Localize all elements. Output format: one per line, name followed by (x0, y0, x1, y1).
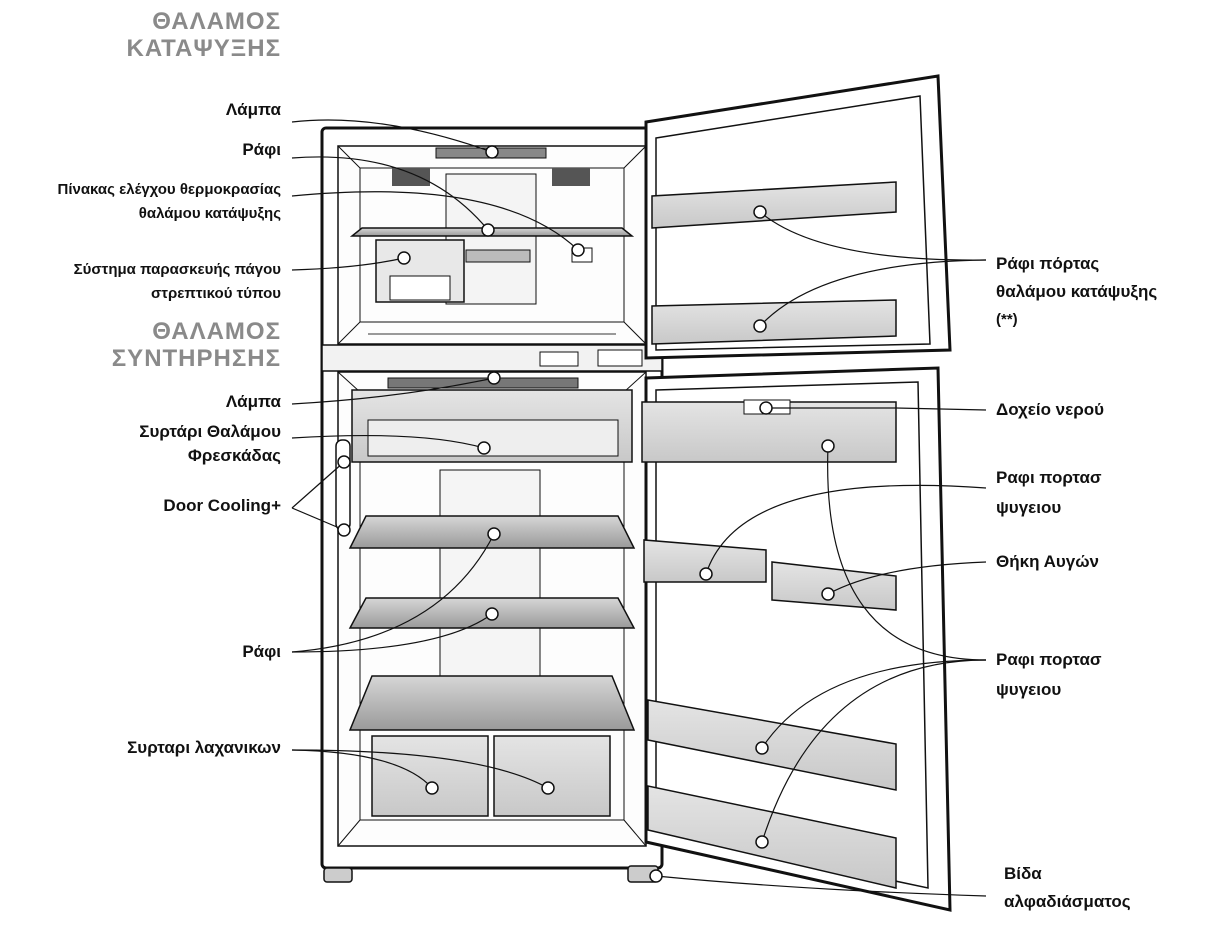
label-vegetable-drawer: Συρταρι λαχανικων (127, 738, 281, 757)
label-shelf-freezer: Ράφι (242, 140, 281, 159)
freezer-door-shelf-line2: θαλάμου κατάψυξης (996, 282, 1158, 301)
fridge-title-line1: ΘΑΛΑΜΟΣ (152, 318, 281, 345)
fridge-door-shelf-b-line2: ψυγειου (996, 680, 1062, 699)
fresh-drawer-line1: Συρτάρι Θαλάμου (139, 422, 281, 441)
label-ice-maker: Σύστημα παρασκευής πάγου στρεπτικού τύπο… (74, 258, 281, 306)
freezer-door-shelf-1 (651, 181, 897, 229)
door-cooling-duct (335, 439, 351, 531)
fresh-drawer-line2: Φρεσκάδας (187, 446, 281, 465)
fridge-back-panel (439, 469, 541, 691)
label-lamp-fridge: Λάμπα (225, 392, 281, 411)
freezer-section-title: ΘΑΛΑΜΟΣ ΚΑΤΑΨΥΞΗΣ (127, 8, 282, 62)
fridge-door-shelf-b-line1: Ραφι πορτασ (996, 650, 1102, 669)
fridge-title-line2: ΣΥΝΤΗΡΗΣΗΣ (111, 345, 281, 372)
label-fresh-drawer: Συρτάρι Θαλάμου Φρεσκάδας (139, 420, 281, 468)
label-control-panel: Πίνακας ελέγχου θερμοκρασίας θαλάμου κατ… (57, 178, 281, 226)
fridge-section-title: ΘΑΛΑΜΟΣ ΣΥΝΤΗΡΗΣΗΣ (112, 318, 281, 372)
control-panel-line1: Πίνακας ελέγχου θερμοκρασίας (57, 181, 281, 198)
egg-tray (771, 561, 897, 611)
ice-maker-line1: Σύστημα παρασκευής πάγου (73, 261, 281, 278)
freezer-door (644, 74, 952, 360)
label-leveling-screw: Βίδα αλφαδιάσματος (1004, 862, 1131, 914)
label-freezer-door-shelf: Ράφι πόρτας θαλάμου κατάψυξης (**) (996, 252, 1157, 332)
marker-circles (337, 145, 835, 883)
fridge-door-shelf-upper (643, 539, 767, 583)
leveling-screw-line2: αλφαδιάσματος (1004, 892, 1131, 911)
label-fridge-door-shelf-a: Ραφι πορτασ ψυγειου (996, 466, 1102, 520)
vent-right (552, 168, 590, 186)
leader-lines (291, 119, 987, 897)
crisper-cover (348, 675, 636, 731)
label-shelf-fridge: Ράφι (242, 642, 281, 661)
freezer-title-line1: ΘΑΛΑΜΟΣ (152, 8, 281, 35)
freezer-door-shelf-2 (651, 299, 897, 345)
crisper-left (371, 735, 489, 817)
fridge-door-shelf-a-line1: Ραφι πορτασ (996, 468, 1102, 487)
ice-maker-line2: στρεπτικού τύπου (150, 285, 281, 302)
crisper-right (493, 735, 611, 817)
leveling-screw-line1: Βίδα (1004, 864, 1042, 883)
freezer-door-shelf-line3: (**) (996, 311, 1018, 328)
freezer-door-shelf-line1: Ράφι πόρτας (996, 254, 1100, 273)
fridge-door-shelf-lower-2 (647, 785, 897, 889)
label-fridge-door-shelf-b: Ραφι πορτασ ψυγειου (996, 648, 1102, 702)
fridge-door-shelf-a-line2: ψυγειου (996, 498, 1062, 517)
label-door-cooling: Door Cooling+ (163, 496, 281, 515)
label-egg-tray: Θήκη Αυγών (996, 552, 1100, 571)
label-lamp-top: Λάμπα (225, 100, 281, 119)
fridge-door (641, 366, 952, 912)
label-water-tank: Δοχείο νερού (996, 400, 1104, 419)
fridge-door-shelf-lower-1 (647, 699, 897, 791)
control-panel-line2: θαλάμου κατάψυξης (138, 205, 281, 222)
vent-left (392, 168, 430, 186)
freezer-title-line2: ΚΑΤΑΨΥΞΗΣ (126, 35, 281, 62)
